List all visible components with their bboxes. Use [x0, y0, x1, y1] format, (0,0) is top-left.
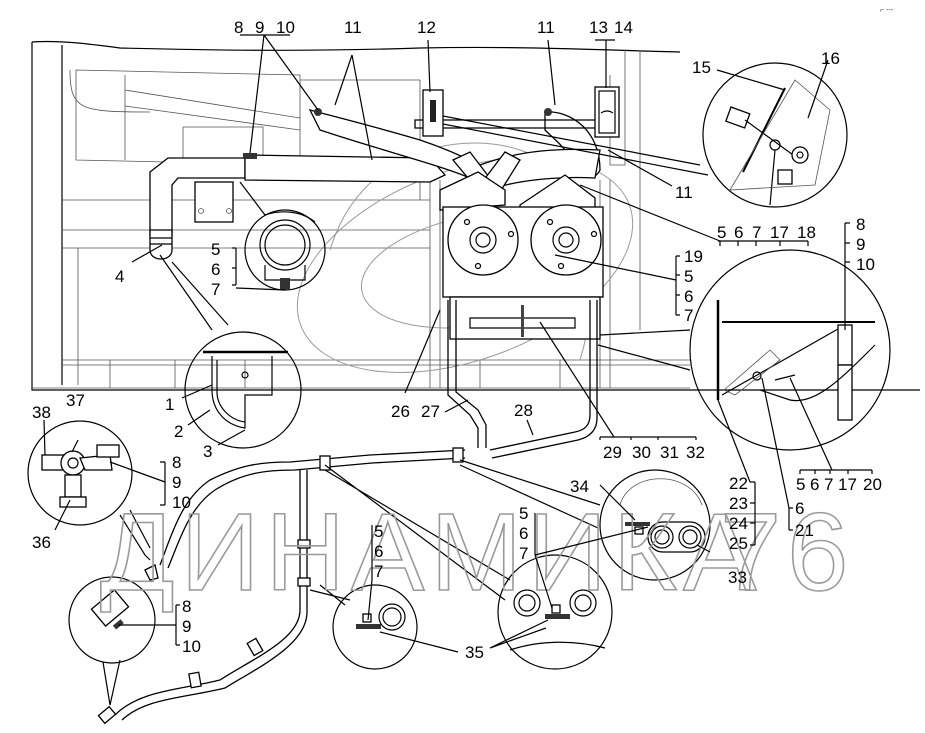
callout-30: 30	[632, 443, 651, 462]
callout-3: 3	[203, 442, 212, 461]
callout-19: 19	[684, 247, 703, 266]
callout-9: 9	[172, 473, 181, 492]
callout-10: 10	[172, 493, 191, 512]
callout-25: 25	[729, 534, 748, 553]
callout-6: 6	[810, 475, 819, 494]
callout-16: 16	[821, 49, 840, 68]
callout-31: 31	[660, 443, 679, 462]
callout-32: 32	[686, 443, 705, 462]
callout-8: 8	[182, 597, 191, 616]
callout-11: 11	[537, 18, 555, 37]
callout-18: 18	[797, 223, 816, 242]
callout-38: 38	[32, 403, 51, 422]
callout-10: 10	[182, 637, 201, 656]
callout-23: 23	[729, 494, 748, 513]
callout-2: 2	[174, 422, 183, 441]
callout-5: 5	[211, 240, 220, 259]
callout-21: 21	[795, 521, 814, 540]
callout-5: 5	[519, 504, 528, 523]
callout-10: 10	[856, 255, 875, 274]
callout-27: 27	[421, 402, 440, 421]
callout-22: 22	[729, 474, 748, 493]
callout-17: 17	[770, 223, 789, 242]
detail-valve-bracket	[689, 249, 891, 451]
callout-35: 35	[465, 643, 484, 662]
detail-views	[27, 62, 891, 706]
detail-pipe-clip-double	[497, 554, 613, 670]
callout-14: 14	[614, 18, 633, 37]
callout-7: 7	[211, 280, 220, 299]
detail-elbow-seal	[184, 331, 302, 449]
callout-8: 8	[172, 453, 181, 472]
callout-8: 8	[856, 215, 865, 234]
callout-5: 5	[717, 223, 726, 242]
callout-7: 7	[824, 475, 833, 494]
callout-7: 7	[519, 544, 528, 563]
detail-hose-clamp	[68, 576, 156, 664]
callout-6: 6	[211, 260, 220, 279]
callout-8: 8	[234, 18, 243, 37]
callout-6: 6	[684, 287, 693, 306]
heater-fans	[439, 171, 604, 340]
callout-5: 5	[684, 267, 693, 286]
coolant-pipes	[97, 300, 598, 725]
detail-switch-mount	[702, 62, 848, 208]
callout-33: 33	[728, 568, 747, 587]
callout-29: 29	[603, 443, 622, 462]
callout-6: 6	[374, 542, 383, 561]
callout-15: 15	[692, 58, 711, 77]
callout-36: 36	[32, 533, 51, 552]
callout-6: 6	[519, 524, 528, 543]
callout-28: 28	[514, 401, 533, 420]
callout-labels: 8 9 10 11 12 11 13 14 15 16 11 5 6 7 17 …	[32, 7, 894, 662]
callout-24: 24	[729, 514, 748, 533]
detail-pipe-clip-pair	[599, 469, 711, 581]
callout-17: 17	[838, 475, 857, 494]
callout-7: 7	[374, 562, 383, 581]
callout-37: 37	[66, 391, 85, 410]
callout-5: 5	[796, 475, 805, 494]
callout-6: 6	[795, 499, 804, 518]
detail-drain-valve	[27, 420, 133, 526]
callout-9: 9	[182, 617, 191, 636]
callout-13: 13	[589, 18, 608, 37]
callout-4: 4	[115, 267, 124, 286]
watermark-text: ДИНАМИКА	[100, 491, 763, 614]
callout-10: 10	[276, 18, 295, 37]
control-panel	[422, 86, 620, 138]
callout-11: 11	[675, 183, 693, 202]
callout-34: 34	[570, 477, 589, 496]
watermark-number: 76	[720, 491, 854, 614]
callout-9: 9	[255, 18, 264, 37]
callout-6: 6	[734, 223, 743, 242]
watermark: ДИНАМИКА 76	[99, 490, 854, 615]
callout-7: 7	[684, 306, 693, 325]
callout-26: 26	[391, 402, 410, 421]
callout-20: 20	[863, 475, 882, 494]
leader-lines	[43, 34, 873, 653]
callout-9: 9	[856, 235, 865, 254]
callout-7: 7	[752, 223, 761, 242]
corner-mark: ⌐ ---	[880, 7, 894, 14]
callout-12: 12	[417, 18, 436, 37]
callout-1: 1	[165, 395, 174, 414]
detail-pipe-clip-single	[332, 584, 418, 670]
callout-5: 5	[374, 522, 383, 541]
callout-11: 11	[344, 18, 362, 37]
